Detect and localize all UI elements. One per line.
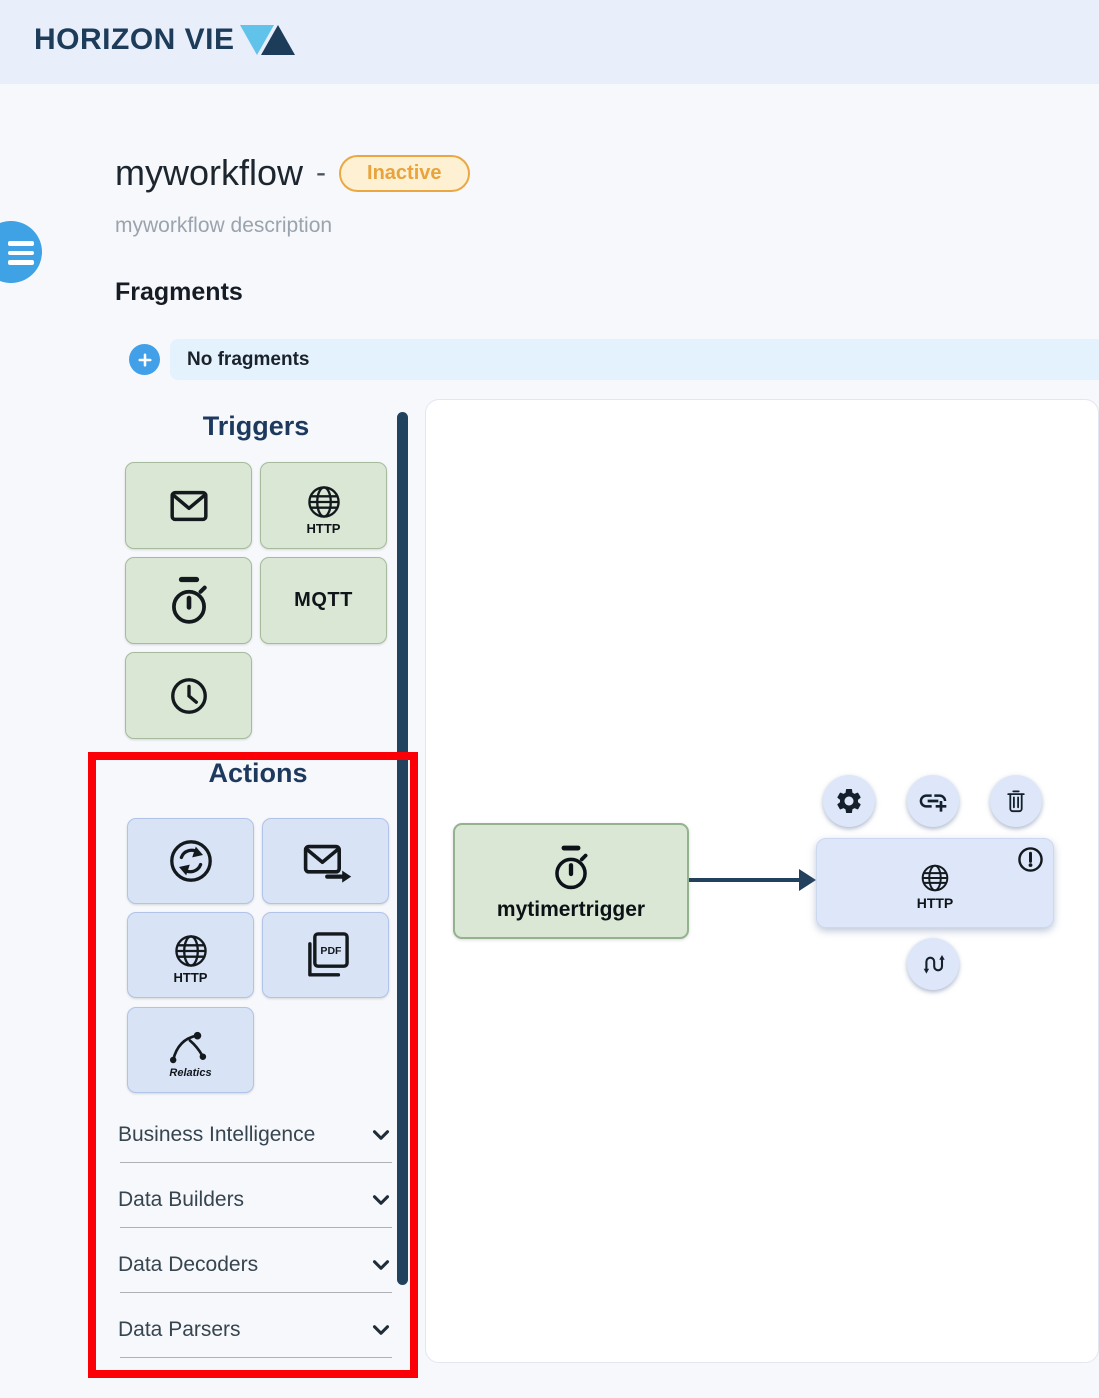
triggers-heading: Triggers <box>202 411 310 441</box>
trigger-tile-http[interactable]: HTTP <box>260 462 387 549</box>
status-badge: Inactive <box>339 154 470 192</box>
send-email-icon <box>303 844 351 883</box>
app-logo: HORIZON VIE <box>34 16 295 64</box>
relatics-icon <box>169 1031 206 1063</box>
clock-icon <box>170 677 207 714</box>
workflow-title: myworkflow <box>115 152 304 193</box>
category-label: Data Builders <box>118 1188 245 1211</box>
trigger-tile-timer[interactable] <box>125 557 252 644</box>
top-bar: HORIZON VIE <box>0 0 1099 84</box>
node-swap-connections-button[interactable] <box>907 938 959 990</box>
gear-icon <box>837 789 861 813</box>
action-tile-http[interactable]: HTTP <box>127 912 254 998</box>
chevron-down-icon <box>372 1130 390 1140</box>
envelope-icon <box>169 490 208 521</box>
divider <box>120 1357 392 1358</box>
action-tile-sync[interactable] <box>127 818 254 904</box>
connector-arrowhead-icon <box>799 869 816 891</box>
error-icon <box>1017 846 1044 873</box>
category-label: Business Intelligence <box>118 1123 316 1146</box>
node-mytimertrigger[interactable]: mytimertrigger <box>453 823 689 939</box>
node-http-action[interactable]: HTTP <box>816 838 1054 928</box>
fragments-empty-text: No fragments <box>187 348 310 370</box>
action-tile-send-email[interactable] <box>262 818 389 904</box>
globe-icon <box>307 485 340 518</box>
swap-arrows-icon <box>923 955 945 974</box>
mqtt-trigger-label: MQTT <box>294 589 353 611</box>
trigger-tile-schedule[interactable] <box>125 652 252 739</box>
actions-heading: Actions <box>208 758 308 788</box>
trigger-tile-mqtt[interactable]: MQTT <box>260 557 387 644</box>
http-trigger-label: HTTP <box>306 520 341 536</box>
fragments-heading: Fragments <box>115 278 243 306</box>
chevron-down-icon <box>372 1195 390 1205</box>
plus-icon <box>137 352 152 367</box>
globe-icon <box>174 935 207 967</box>
action-tile-relatics[interactable]: Relatics <box>127 1007 254 1093</box>
add-fragment-button[interactable] <box>129 344 160 375</box>
workflow-header: myworkflow - Inactive <box>115 152 470 194</box>
add-link-icon <box>919 794 947 812</box>
connector-line <box>689 878 801 882</box>
side-menu-button[interactable] <box>0 221 42 283</box>
stopwatch-icon <box>171 576 207 624</box>
divider <box>120 1227 392 1228</box>
category-label: Data Parsers <box>118 1318 241 1341</box>
divider <box>120 1162 392 1163</box>
menu-icon <box>8 241 34 265</box>
chevron-down-icon <box>372 1260 390 1270</box>
fragments-empty-bar: No fragments <box>170 339 1099 380</box>
node-settings-button[interactable] <box>823 775 875 827</box>
app-logo-text: HORIZON VIE <box>34 23 235 56</box>
category-label: Data Decoders <box>118 1253 259 1276</box>
trigger-tile-email[interactable] <box>125 462 252 549</box>
pdf-icon: PDF <box>307 932 349 977</box>
http-node-label: HTTP <box>916 894 954 911</box>
category-data-decoders[interactable]: Data Decoders <box>118 1248 394 1282</box>
http-action-label: HTTP <box>173 970 208 985</box>
trigger-node-label: mytimertrigger <box>496 897 646 921</box>
category-data-parsers[interactable]: Data Parsers <box>118 1313 394 1347</box>
pdf-label: PDF <box>320 945 342 957</box>
relatics-label: Relatics <box>169 1066 212 1079</box>
stopwatch-icon <box>555 845 588 889</box>
trash-icon <box>1007 790 1025 813</box>
sync-icon <box>169 840 212 882</box>
chevron-down-icon <box>372 1325 390 1335</box>
category-business-intelligence[interactable]: Business Intelligence <box>118 1118 394 1152</box>
globe-icon <box>921 864 949 891</box>
node-add-link-button[interactable] <box>907 775 959 827</box>
workflow-canvas[interactable]: mytimertrigger HTTP <box>425 399 1099 1363</box>
divider <box>120 1292 392 1293</box>
category-data-builders[interactable]: Data Builders <box>118 1183 394 1217</box>
palette-scrollbar[interactable] <box>397 412 408 1285</box>
title-separator: - <box>316 156 327 189</box>
logo-triangle-dark-icon <box>260 25 295 55</box>
action-tile-pdf[interactable]: PDF <box>262 912 389 998</box>
workflow-description: myworkflow description <box>115 214 333 237</box>
node-delete-button[interactable] <box>990 775 1042 827</box>
